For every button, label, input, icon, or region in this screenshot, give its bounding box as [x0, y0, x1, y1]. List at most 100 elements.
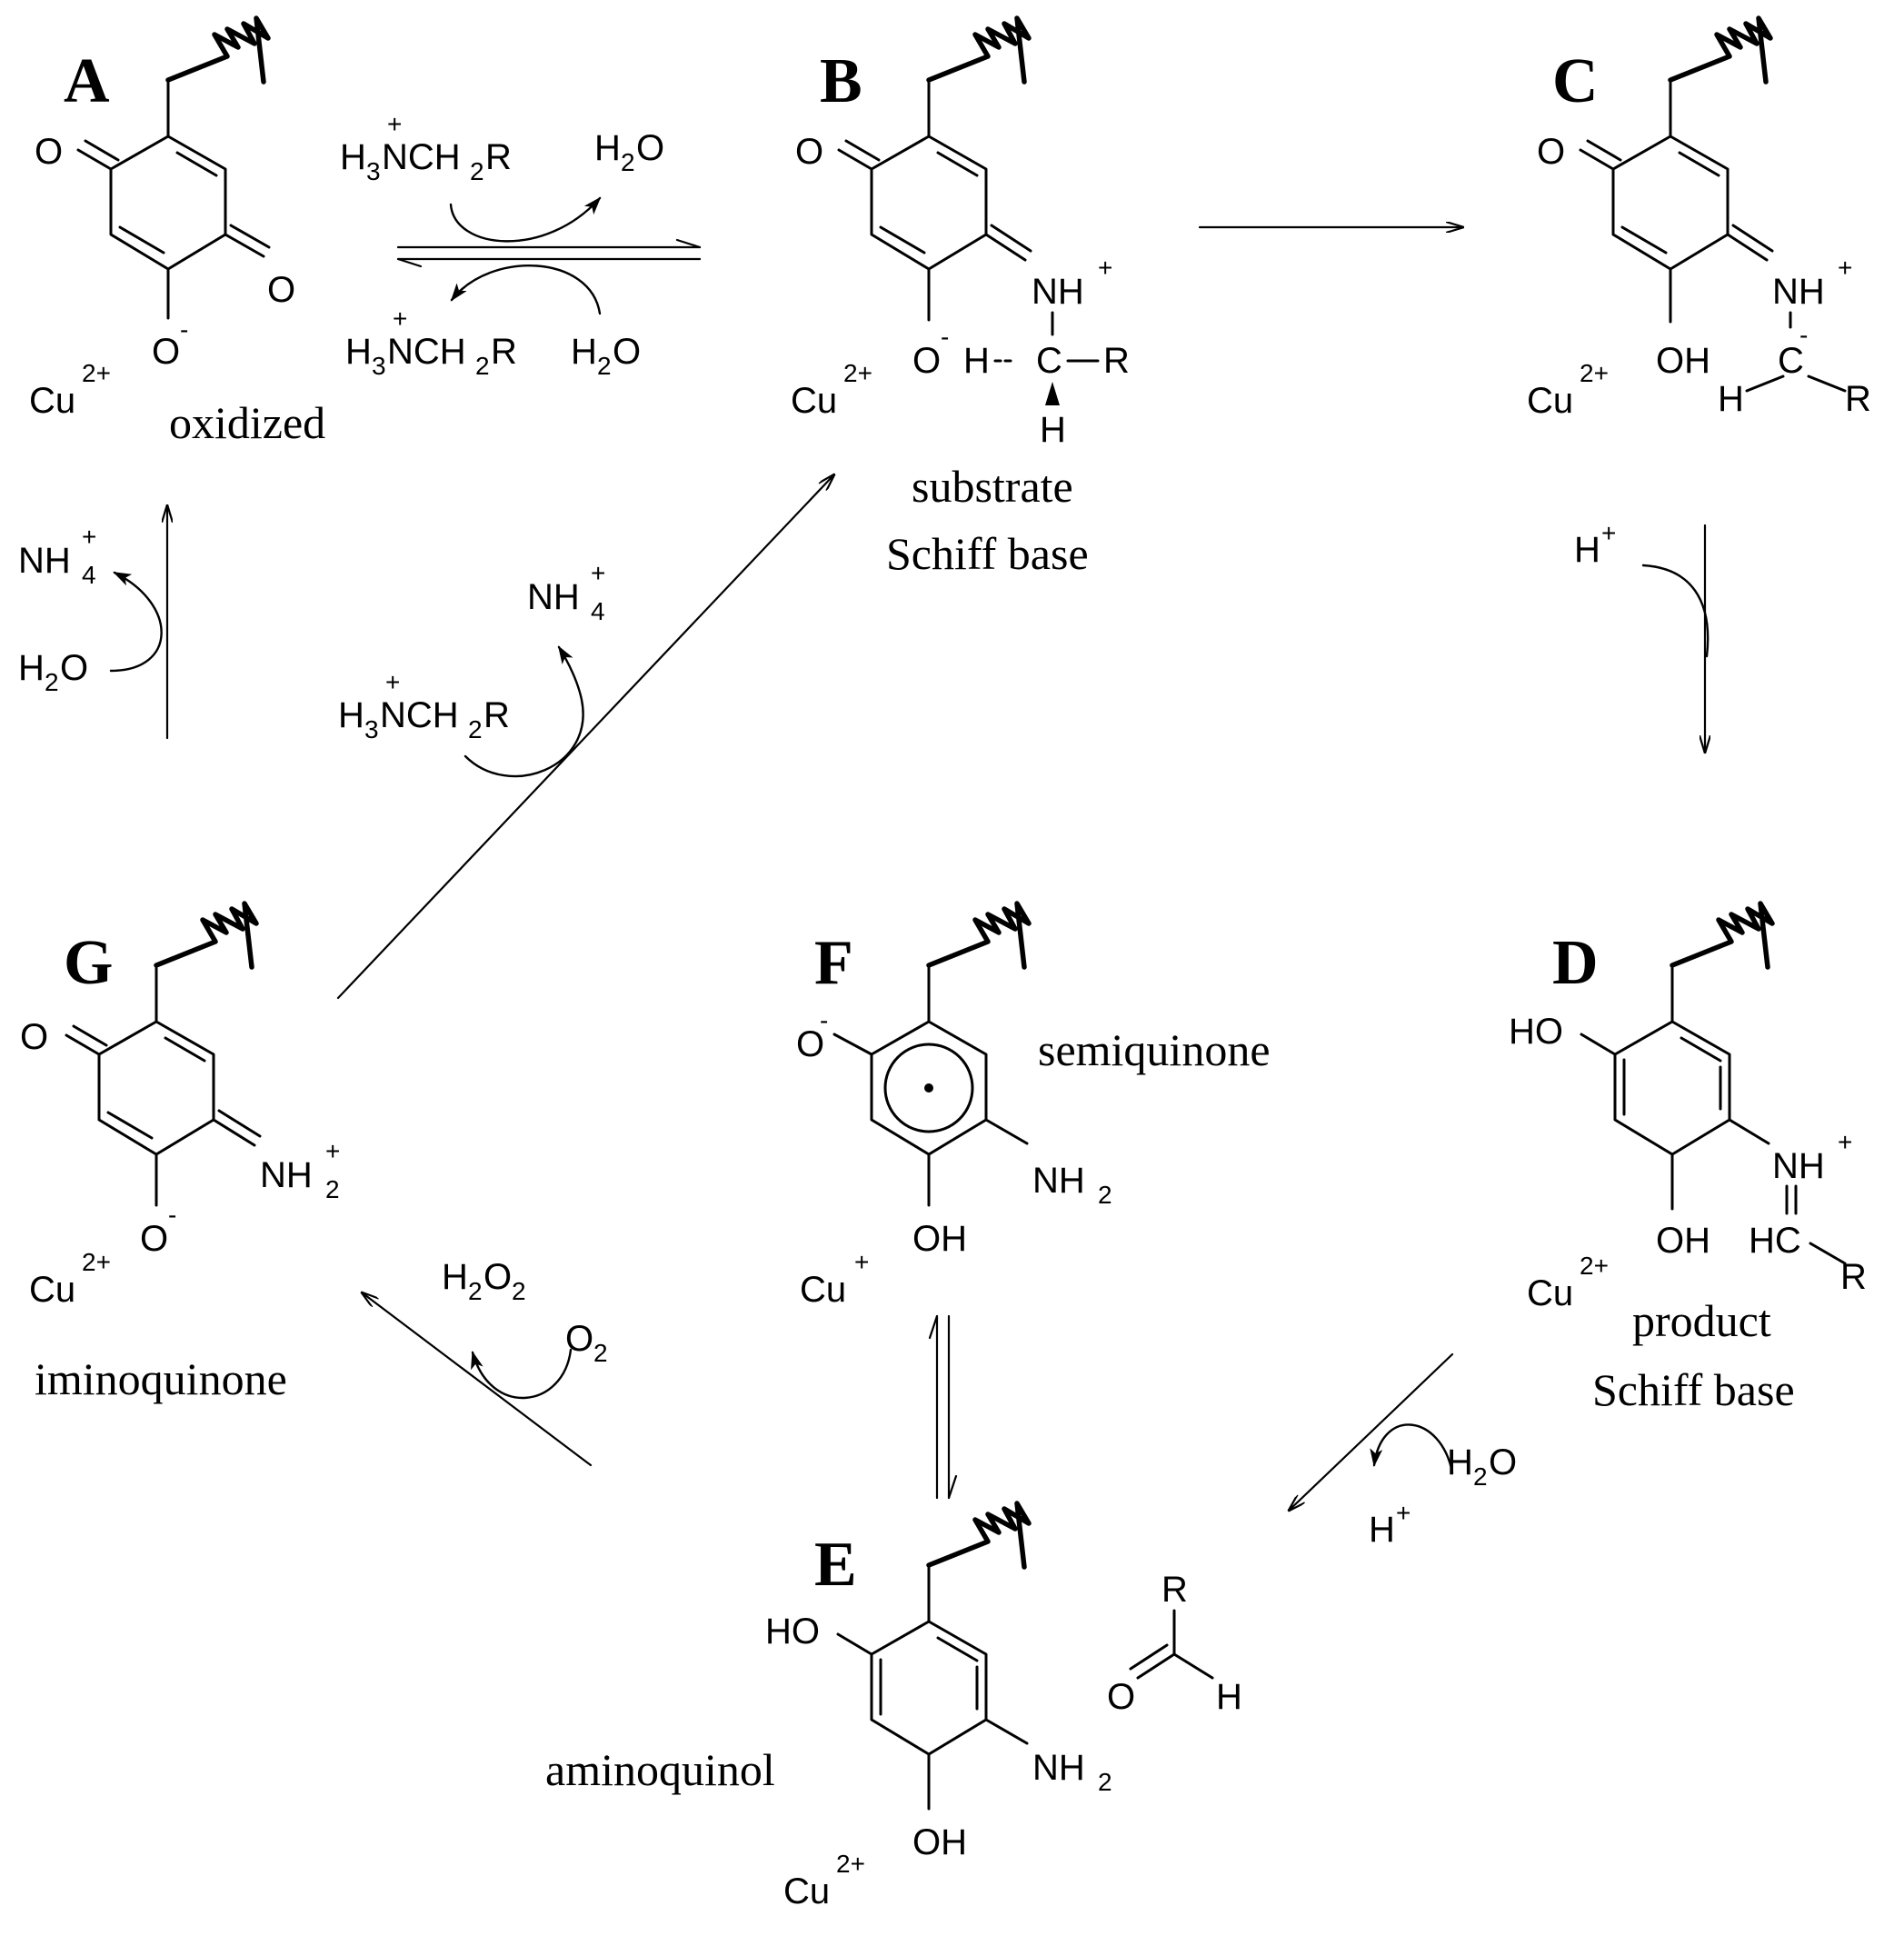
svg-text:O: O: [613, 332, 641, 372]
structure-c: C O NH + - C H R OH Cu 2+: [1527, 15, 1871, 421]
atom-c: C: [1036, 341, 1062, 381]
arrow-half-head: [947, 1474, 958, 1500]
ring-c-double-bond: [1620, 225, 1668, 254]
atom-h: H: [963, 341, 990, 381]
atom-nh: NH: [1772, 1146, 1825, 1186]
atom-o: O: [796, 1024, 824, 1064]
forward-arrow-half-head: [675, 238, 702, 249]
reagent-amine-out: H 3 NCH + 2 R: [345, 304, 517, 380]
wedge-bond: [1045, 382, 1060, 405]
svg-text:NH: NH: [260, 1155, 313, 1195]
ring-c-double-bond: [1678, 151, 1720, 177]
svg-text:O: O: [483, 1257, 512, 1297]
charge-minus: -: [941, 323, 949, 351]
charge-minus: -: [820, 1006, 828, 1034]
hydroxyl-bond: [836, 1632, 873, 1656]
atom-o: O: [140, 1219, 168, 1259]
ring-c: [1611, 78, 1730, 271]
arrow-e-to-g: [362, 1292, 593, 1467]
svg-text:O: O: [1489, 1442, 1517, 1482]
reagent-proton-in: H +: [1574, 519, 1616, 570]
reverse-arrow-half-head: [396, 257, 423, 268]
imine-n-bond: [1728, 1118, 1770, 1145]
svg-text:2: 2: [468, 1277, 483, 1305]
arrow-half-head: [928, 1314, 939, 1340]
svg-text:2: 2: [475, 352, 490, 380]
atom-oh: OH: [1656, 1221, 1710, 1261]
protein-backbone-wavy-bond: [1668, 15, 1773, 85]
ring-b-double-bond: [936, 151, 979, 177]
imine-double-bond: [990, 224, 1032, 253]
ring-a-double-bond: [118, 225, 165, 254]
svg-text:4: 4: [591, 597, 605, 625]
step-c-to-d: H +: [1574, 519, 1710, 754]
svg-text:R: R: [485, 137, 512, 177]
carbonyl-bond: [224, 233, 265, 258]
svg-text:NH: NH: [1032, 1161, 1085, 1201]
svg-text:+: +: [1396, 1499, 1411, 1527]
atom-r: R: [1845, 379, 1871, 419]
svg-text:+: +: [385, 668, 400, 696]
structure-label-a: A: [64, 46, 110, 116]
carbonyl-double-bond: [1129, 1643, 1169, 1671]
curved-arrow-oxygen-peroxide: [471, 1348, 573, 1400]
structure-d-product-schiff-base: D HO NH + HC R OH Cu 2+ product Schiff b…: [1509, 901, 1867, 1415]
curved-arrow-amine-out: [450, 264, 602, 315]
svg-text:NCH: NCH: [387, 332, 466, 372]
ring-b: [870, 78, 988, 271]
atom-oh: OH: [912, 1219, 967, 1259]
svg-text:4: 4: [82, 561, 96, 589]
carbanion-charge: -: [1799, 321, 1808, 349]
svg-text:2: 2: [325, 1175, 340, 1203]
svg-text:R: R: [491, 332, 517, 372]
atom-o: O: [267, 270, 295, 310]
carbonyl-double-bond: [72, 1024, 108, 1047]
step-d-to-e: H 2 O H +: [1289, 1352, 1517, 1550]
svg-text:2: 2: [593, 1339, 608, 1367]
structure-label-f: F: [814, 928, 853, 998]
copper-charge: +: [854, 1248, 869, 1276]
protein-backbone-wavy-bond: [154, 901, 259, 970]
copper-charge: 2+: [82, 359, 111, 387]
ring-a: [109, 78, 227, 271]
atom-r: R: [1840, 1257, 1867, 1297]
copper-ion: Cu: [29, 381, 75, 421]
iminium-bond: [212, 1118, 256, 1147]
reagent-ammonium-out: NH 4 +: [18, 523, 96, 589]
arrow-g-to-b: [336, 474, 834, 1000]
svg-text:+: +: [387, 110, 402, 138]
atom-c: C: [1778, 341, 1804, 381]
imine-bond: [984, 233, 1027, 262]
svg-text:NCH: NCH: [382, 137, 461, 177]
protein-backbone-wavy-bond: [926, 15, 1032, 85]
curved-arrow-water-proton: [1370, 1423, 1454, 1474]
reagent-proton-out: H +: [1369, 1499, 1411, 1550]
svg-text:+: +: [591, 559, 605, 587]
svg-text:3: 3: [364, 715, 379, 743]
svg-text:2: 2: [597, 352, 612, 380]
charge-minus: -: [168, 1201, 176, 1229]
svg-text:2: 2: [1473, 1462, 1488, 1491]
svg-text:+: +: [1601, 519, 1616, 547]
svg-text:H: H: [594, 128, 621, 168]
ring-a-double-bond: [175, 151, 218, 177]
caption-substrate: substrate: [912, 461, 1073, 512]
carbonyl-bond: [76, 148, 113, 171]
atom-o: O: [35, 132, 63, 172]
ring-b-double-bond: [879, 225, 926, 254]
curved-arrow-proton-in: [1641, 564, 1710, 658]
structure-f-semiquinone: F O - NH 2 OH Cu + semiquinone: [796, 901, 1271, 1310]
svg-text:O: O: [636, 128, 664, 168]
atom-ho: HO: [1509, 1012, 1563, 1052]
atom-r: R: [1103, 341, 1130, 381]
atom-oh: OH: [1656, 341, 1710, 381]
protein-backbone-wavy-bond: [926, 1501, 1032, 1570]
amine-bond: [984, 1118, 1029, 1145]
svg-text:3: 3: [372, 352, 386, 380]
reagent-water-out: H 2 O: [594, 128, 664, 176]
copper-ion: Cu: [1527, 1273, 1573, 1313]
protein-backbone-wavy-bond: [1670, 901, 1775, 970]
delocalized-ring-circle: [883, 1043, 974, 1133]
svg-text:H: H: [571, 332, 597, 372]
reagent-hydrogen-peroxide: H 2 O 2: [442, 1257, 526, 1305]
